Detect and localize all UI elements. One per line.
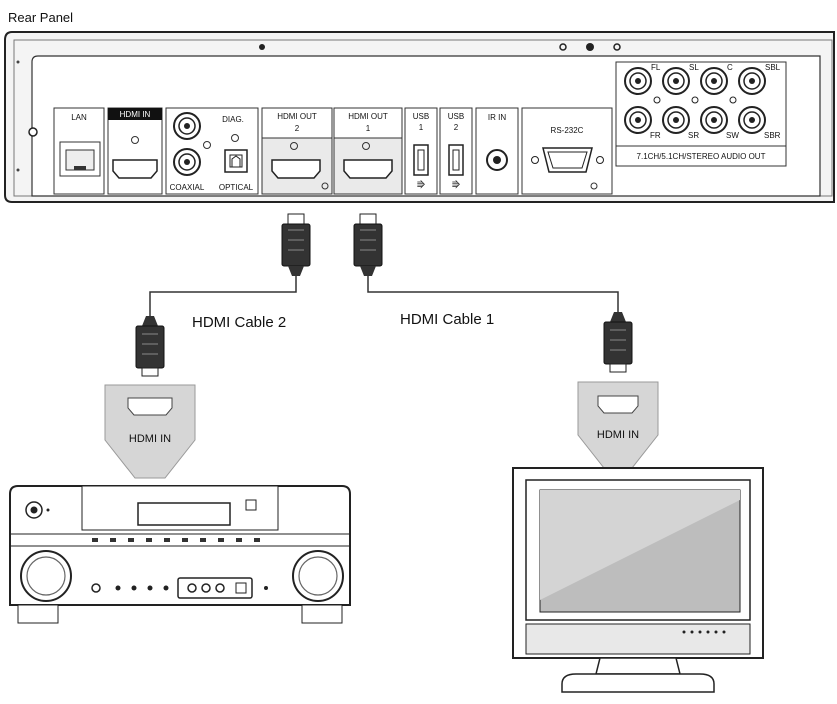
ch-c-label: C: [727, 63, 733, 72]
ir-in-port[interactable]: IR IN: [475, 107, 519, 195]
usb-2-icon: ⭆: [452, 180, 460, 190]
tv-hdmi-in-label: HDMI IN: [597, 429, 639, 441]
audio-out-label: 7.1CH/5.1CH/STEREO AUDIO OUT: [637, 152, 766, 161]
ch-sbr-label: SBR: [764, 131, 781, 140]
usb-2-number: 2: [454, 123, 459, 132]
usb-2-port[interactable]: USB 2 ⭆: [439, 107, 473, 195]
digital-audio-ports: DIAG. COAXIAL OPTICAL: [165, 107, 259, 195]
coaxial-label: COAXIAL: [170, 183, 205, 192]
rs232c-label: RS-232C: [551, 126, 584, 135]
tv-hdmi-in-badge: HDMI IN: [577, 381, 659, 469]
hdmi-out-1-number: 1: [366, 124, 371, 133]
usb-1-label: USB: [413, 112, 429, 121]
usb-1-icon: ⭆: [417, 180, 425, 190]
rear-hdmi-in-port[interactable]: HDMI IN: [107, 107, 163, 195]
usb-2-label: USB: [448, 112, 464, 121]
hdmi-cable-1-label: HDMI Cable 1: [400, 311, 494, 328]
rca-jacks[interactable]: [624, 67, 766, 134]
hdmi-out-2-port[interactable]: HDMI OUT 2: [261, 107, 333, 195]
analog-audio-out-panel: FL SL C SBL FR SR SW SBR 7.1CH/5.1CH/STE…: [615, 61, 787, 167]
volume-knob: [20, 550, 72, 602]
diag-label: DIAG.: [222, 115, 244, 124]
diag-port[interactable]: [173, 112, 201, 140]
ch-sbl-label: SBL: [765, 63, 781, 72]
diagram-title: Rear Panel: [8, 10, 73, 25]
hdmi-out-2-number: 2: [295, 124, 300, 133]
lan-port[interactable]: LAN: [53, 107, 105, 195]
input-selector-knob: [292, 550, 344, 602]
tv-buttons: [682, 630, 726, 634]
ch-sw-label: SW: [726, 131, 739, 140]
hdmi-cable-2-label: HDMI Cable 2: [192, 314, 286, 331]
optical-label: OPTICAL: [219, 183, 254, 192]
hdmi-out-1-label: HDMI OUT: [348, 112, 388, 121]
usb-1-port[interactable]: USB 1 ⭆: [404, 107, 438, 195]
ch-fr-label: FR: [650, 131, 661, 140]
receiver-hdmi-in-label: HDMI IN: [129, 433, 171, 445]
receiver-hdmi-in-badge: HDMI IN: [104, 384, 196, 479]
rear-hdmi-in-label: HDMI IN: [120, 110, 151, 119]
hdmi-cable-1: HDMI Cable 1: [353, 213, 633, 373]
av-receiver: [9, 485, 351, 624]
ch-fl-label: FL: [651, 63, 661, 72]
ir-in-label: IR IN: [488, 113, 506, 122]
usb-1-number: 1: [419, 123, 424, 132]
hdmi-out-1-port[interactable]: HDMI OUT 1: [333, 107, 403, 195]
lan-label: LAN: [71, 113, 87, 122]
television: [512, 467, 764, 693]
optical-port[interactable]: [224, 149, 248, 173]
rs232c-port[interactable]: RS-232C: [521, 107, 613, 195]
rear-panel: LAN HDMI IN DIAG.: [4, 31, 835, 203]
coaxial-port[interactable]: [173, 148, 201, 176]
hdmi-cable-2: HDMI Cable 2: [135, 213, 311, 377]
ch-sl-label: SL: [689, 63, 699, 72]
ch-sr-label: SR: [688, 131, 699, 140]
receiver-button-row: [92, 538, 260, 542]
hdmi-out-2-label: HDMI OUT: [277, 112, 317, 121]
